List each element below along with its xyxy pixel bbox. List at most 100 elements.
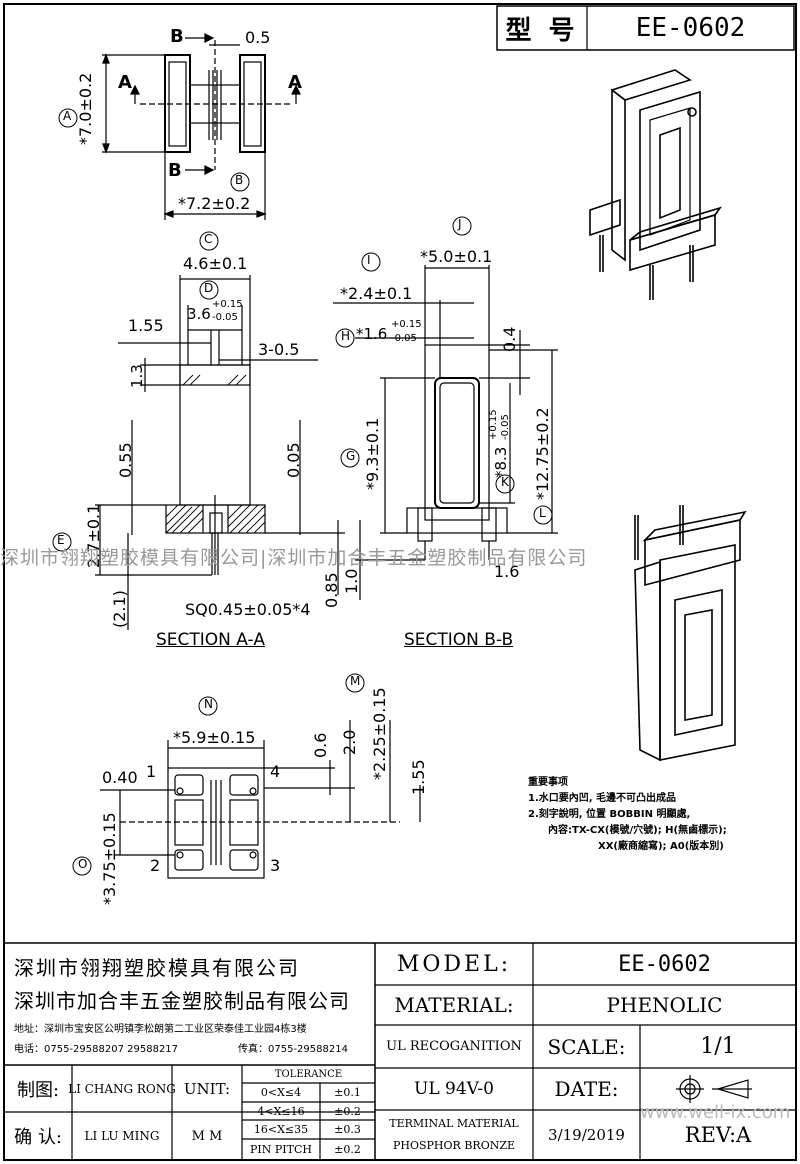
ul-value: UL 94V-0 xyxy=(414,1079,494,1099)
dim-j: *5.0±0.1 xyxy=(420,247,493,266)
dim-16: 1.6 xyxy=(494,562,520,581)
dim-k: *8.3 xyxy=(492,446,510,478)
iso-view-bottom xyxy=(634,505,747,762)
mark-e: E xyxy=(57,533,65,547)
mark-h: H xyxy=(341,329,351,343)
dim-a: *7.0±0.2 xyxy=(76,72,95,145)
check-label: 确 认: xyxy=(14,1127,62,1148)
dim-k-tol-dn: -0.05 xyxy=(500,414,511,440)
pin-1: 1 xyxy=(146,762,157,781)
drawn-value: LI CHANG RONG xyxy=(68,1081,176,1096)
mark-l: L xyxy=(539,506,546,520)
header-model-label: 型 号 xyxy=(505,15,579,46)
notes-line1: 1.水口要內凹, 毛邊不可凸出成品 xyxy=(528,793,677,804)
unit-value: M M xyxy=(191,1128,223,1144)
dim-20: 2.0 xyxy=(340,729,359,755)
dim-h: *1.6 xyxy=(356,325,388,343)
model-value: EE-0602 xyxy=(618,951,711,977)
dim-155b: 1.55 xyxy=(409,759,428,795)
company-name-2: 深圳市加合丰五金塑胶制品有限公司 xyxy=(14,989,350,1013)
section-b-marker-bottom: B xyxy=(168,160,182,181)
dim-c: 4.6±0.1 xyxy=(183,254,248,273)
mark-o: O xyxy=(78,857,88,871)
scale-value: 1/1 xyxy=(700,1034,736,1059)
dim-m: *2.25±0.15 xyxy=(370,687,389,780)
date-label: DATE: xyxy=(554,1077,619,1101)
dim-21: (2.1) xyxy=(110,590,129,628)
mark-i: I xyxy=(367,253,371,267)
tol-value-2: ±0.2 xyxy=(334,1104,361,1118)
iso-view-top xyxy=(589,69,723,300)
bottom-view xyxy=(100,720,421,879)
mark-n: N xyxy=(204,697,213,711)
tol-range-1: 0<X≤4 xyxy=(260,1086,302,1099)
dim-155: 1.55 xyxy=(128,316,164,335)
dim-h-tol-dn: -0.05 xyxy=(391,333,417,344)
dim-i: *2.4±0.1 xyxy=(340,284,413,303)
pin-4: 4 xyxy=(270,762,281,781)
tol-range-4: PIN PITCH xyxy=(250,1143,312,1156)
dim-005: 0.05 xyxy=(284,442,303,478)
tolerance-title: TOLERANCE xyxy=(274,1068,343,1080)
dim-g: *9.3±0.1 xyxy=(363,417,382,490)
section-a-marker-right: A xyxy=(288,72,302,93)
mark-k: K xyxy=(501,475,509,489)
section-aa xyxy=(95,275,345,630)
company-address: 地址：深圳市宝安区公明镇李松朗第二工业区荣泰佳工业园4栋3楼 xyxy=(14,1024,307,1035)
section-bb xyxy=(333,265,558,600)
dim-b: *7.2±0.2 xyxy=(178,194,251,213)
dim-055: 0.55 xyxy=(116,442,135,478)
pin-sq: SQ0.45±0.05*4 xyxy=(185,600,311,619)
mark-d: D xyxy=(204,281,214,295)
mark-b: B xyxy=(235,173,244,187)
mark-j: J xyxy=(458,217,462,231)
dim-d: 3.6 xyxy=(187,305,211,323)
scale-label: SCALE: xyxy=(547,1034,626,1059)
dim-l: *12.75±0.2 xyxy=(533,407,552,500)
material-label: MATERIAL: xyxy=(394,993,514,1017)
tol-value-1: ±0.1 xyxy=(334,1086,361,1099)
dim-k-tol: +0.15 xyxy=(488,409,499,440)
pin-2: 2 xyxy=(150,856,161,875)
notes-line3: 內容:TX-CX(模號/穴號); H(無鹵標示); xyxy=(548,825,727,836)
section-b-marker: B xyxy=(170,26,184,47)
company-phone: 电话：0755-29588207 29588217 xyxy=(14,1044,179,1055)
terminal-label-2: PHOSPHOR BRONZE xyxy=(392,1138,516,1152)
unit-label: UNIT: xyxy=(183,1079,231,1098)
mark-a: A xyxy=(63,109,72,123)
material-value: PHENOLIC xyxy=(606,993,723,1017)
projection-symbol-icon xyxy=(676,1075,752,1103)
drawn-label: 制图: xyxy=(16,1079,60,1101)
dim-d-tol-up: +0.15 xyxy=(212,299,243,310)
ul-label: UL RECOGANITION xyxy=(386,1039,522,1054)
tol-range-2: 4<X≤16 xyxy=(257,1104,305,1118)
notes-line4: XX(廠商縮寫); A0(版本別) xyxy=(598,841,724,852)
dim-040: 0.40 xyxy=(102,768,138,787)
tol-value-4: ±0.2 xyxy=(334,1143,361,1156)
model-label: MODEL: xyxy=(396,951,512,977)
dim-085: 0.85 xyxy=(322,572,341,608)
date-value: 3/19/2019 xyxy=(548,1126,625,1144)
site-watermark: www.well-ix.com xyxy=(640,1102,791,1123)
dim-3-05: 3-0.5 xyxy=(258,340,300,359)
terminal-label-1: TERMINAL MATERIAL xyxy=(389,1116,519,1130)
mark-g: G xyxy=(346,449,356,463)
watermark: 深圳市翎翔塑胶模具有限公司|深圳市加合丰五金塑胶制品有限公司 xyxy=(0,547,588,569)
tol-value-3: ±0.3 xyxy=(334,1123,361,1136)
dim-o: *3.75±0.15 xyxy=(100,812,119,905)
dim-10: 1.0 xyxy=(342,568,361,594)
company-fax: 传真：0755-29588214 xyxy=(238,1044,348,1055)
dim-06: 0.6 xyxy=(311,732,330,758)
notes-title: 重要事项 xyxy=(528,777,568,788)
dim-d-tol-dn: -0.05 xyxy=(212,312,238,323)
pin-3: 3 xyxy=(270,856,281,875)
notes-line2: 2.刻字說明, 位置 BOBBIN 明顯處, xyxy=(528,809,691,820)
company-name-1: 深圳市翎翔塑胶模具有限公司 xyxy=(14,956,300,980)
section-bb-title: SECTION B-B xyxy=(404,630,514,650)
title-block-lines xyxy=(4,942,796,1160)
top-view xyxy=(102,33,301,220)
dim-h-tol-up: +0.15 xyxy=(391,319,422,330)
dim-n: *5.9±0.15 xyxy=(173,728,256,747)
check-value: LI LU MING xyxy=(84,1129,160,1143)
